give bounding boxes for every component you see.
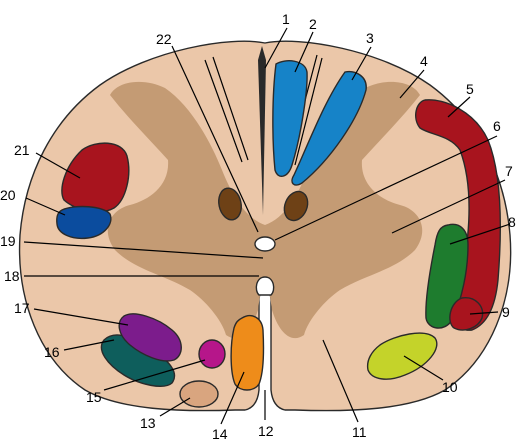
leader-15 (103, 359, 206, 391)
grey-matter (107, 81, 423, 339)
leader-13 (159, 397, 191, 417)
leader-4 (399, 69, 425, 99)
label-17: 17 (14, 300, 30, 316)
label-1: 1 (282, 11, 290, 27)
label-13: 13 (140, 415, 156, 431)
posterior-intermediate-septum-right (294, 57, 323, 166)
label-12: 12 (258, 423, 274, 439)
leader-22 (171, 45, 259, 233)
label-2: 2 (309, 16, 317, 32)
fasciculus-gracilis (272, 60, 308, 177)
label-5: 5 (466, 81, 474, 97)
label-14: 14 (212, 426, 228, 440)
label-21: 21 (14, 142, 30, 158)
label-10: 10 (442, 379, 458, 395)
leader-2 (294, 31, 314, 73)
leader-3 (351, 46, 372, 81)
leader-20 (25, 197, 66, 216)
vestibulospinal-tract (179, 380, 219, 408)
posterior-intermediate-septum-left (204, 59, 243, 163)
label-7: 7 (505, 163, 513, 179)
leader-1 (264, 27, 288, 69)
leader-9 (469, 311, 499, 315)
leader-10 (403, 355, 444, 381)
rubrospinal-tract (449, 297, 484, 331)
posterior-spinocerebellar-tract-left (61, 142, 130, 213)
leader-8 (449, 223, 511, 245)
anterior-spinocerebellar-tract-left (56, 205, 112, 240)
tectospinal-tract (198, 339, 226, 369)
leader-11 (322, 339, 359, 423)
labels: 1 2 3 4 5 6 7 8 9 10 11 12 13 14 15 16 1… (0, 11, 516, 440)
leader-19 (23, 241, 264, 259)
label-6: 6 (493, 118, 501, 134)
label-11: 11 (352, 424, 367, 440)
label-15: 15 (86, 389, 102, 405)
label-9: 9 (502, 304, 510, 320)
spinothalamic-tract (118, 313, 182, 362)
ventral-corticospinal-tract (230, 314, 265, 391)
dorsal-nucleus-left (218, 187, 242, 221)
label-22: 22 (156, 31, 172, 47)
central-canal (254, 236, 276, 252)
leader-7 (391, 179, 506, 234)
leader-lines (23, 27, 511, 425)
posterior-median-septum (258, 46, 266, 215)
label-3: 3 (366, 30, 374, 46)
fasciculus-cuneatus (291, 70, 367, 186)
label-19: 19 (0, 233, 16, 249)
leader-16 (63, 339, 115, 351)
anterior-median-fissure-top (255, 276, 275, 296)
label-18: 18 (4, 268, 20, 284)
leader-5 (447, 96, 471, 118)
leader-21 (35, 152, 81, 179)
septum-line-a (212, 56, 249, 161)
label-16: 16 (44, 344, 60, 360)
leader-14 (220, 371, 245, 425)
label-20: 20 (0, 187, 16, 203)
leader-17 (33, 308, 129, 326)
leader-6 (274, 135, 498, 241)
ventral-spinocerebellar-tract (366, 332, 438, 380)
dorsal-nucleus-right (283, 190, 309, 222)
label-8: 8 (508, 214, 516, 230)
label-4: 4 (420, 53, 428, 69)
